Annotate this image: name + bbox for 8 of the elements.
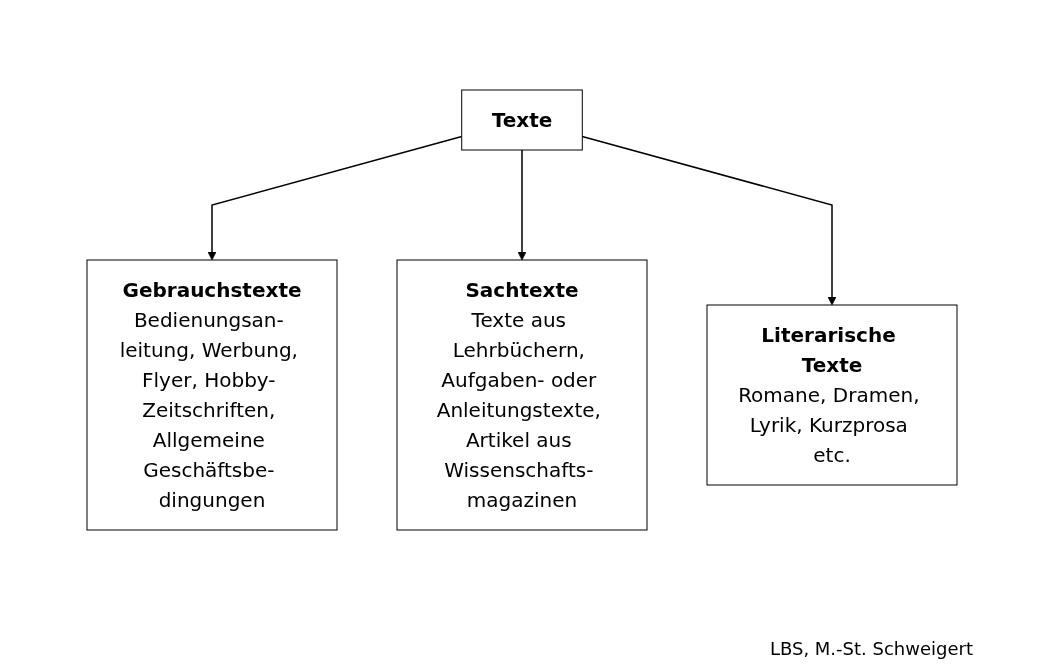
author-credit: LBS, M.-St. Schweigert bbox=[769, 638, 973, 659]
arrow bbox=[207, 135, 462, 261]
node-box: Gebrauchstexte Bedienungsan- leitung, Werbung, Flyer, Hobby- Zeitschriften, Allgemeine Geschäftsbe- dingungen bbox=[86, 259, 337, 531]
node-box: Texte bbox=[460, 89, 583, 151]
node-box: Literarische Texte Romane, Dramen, Lyrik, Kurzprosa etc. bbox=[706, 304, 957, 486]
arrow bbox=[517, 149, 526, 261]
node-box: Sachtexte Texte aus Lehrbüchern, Aufgaben- oder Anleitungstexte, Artikel aus Wissenschafts- magazinen bbox=[396, 259, 647, 531]
arrow bbox=[581, 135, 836, 306]
